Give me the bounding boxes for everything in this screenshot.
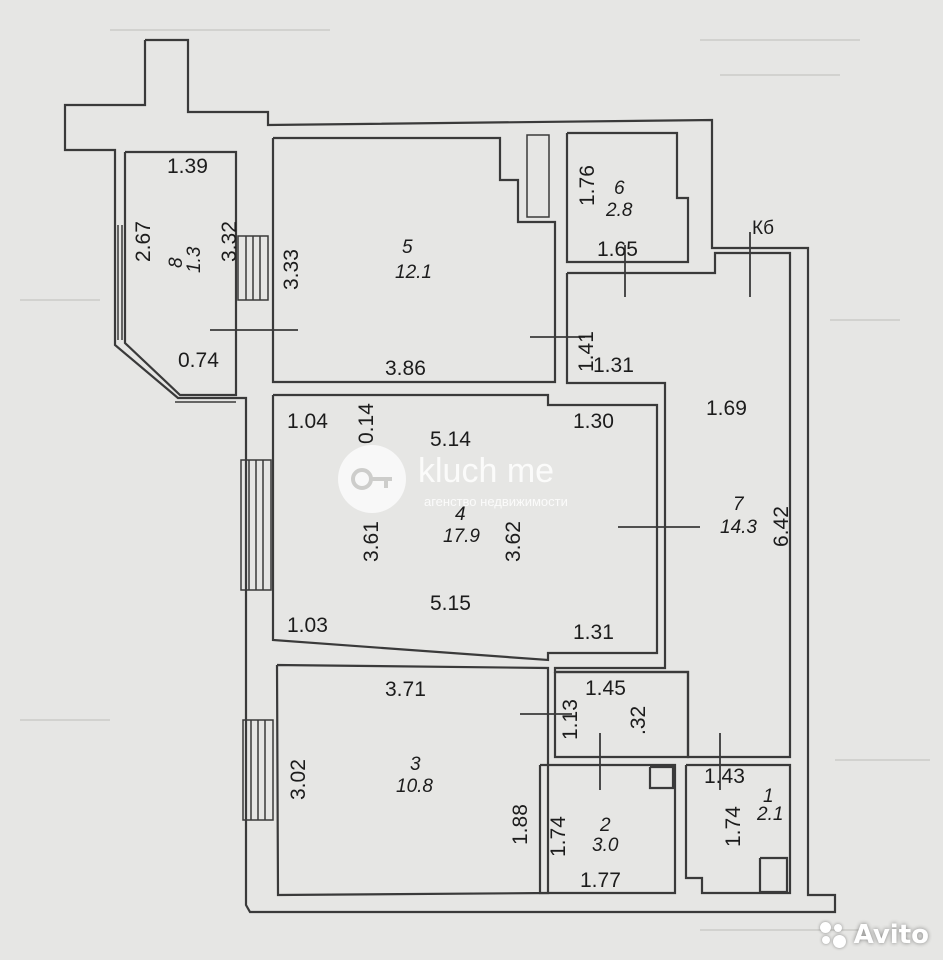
room-8-dim-left: 2.67 <box>132 221 155 262</box>
room-2-dim-left: 1.74 <box>547 816 570 857</box>
room-7-number: 7 <box>733 494 745 515</box>
room-7-dim-door: 1.41 <box>575 331 598 372</box>
room-7-dim-right: 6.42 <box>770 506 793 547</box>
room-3-dim-top: 3.71 <box>385 678 426 701</box>
room-labels: 1.39 2.67 3.32 8 1.3 0.74 3.33 5 12.1 3.… <box>132 155 793 892</box>
kluch-brand: kluch me <box>418 452 554 490</box>
room-7-area: 14.3 <box>720 517 757 538</box>
hall-dim-left: 1.13 <box>559 699 582 740</box>
room-8-area: 1.3 <box>184 246 205 273</box>
room-8-dim-right: 3.32 <box>218 221 241 262</box>
room-3-area: 10.8 <box>396 776 433 797</box>
room-4-dim-bl: 1.03 <box>287 614 328 637</box>
room-1-dim-left: 1.74 <box>722 806 745 847</box>
room-6-area: 2.8 <box>605 200 633 221</box>
room-1-area: 2.1 <box>756 804 783 825</box>
room-4-dim-bottom: 5.15 <box>430 592 471 615</box>
room-6-dim-left: 1.76 <box>576 165 599 206</box>
room-2-area: 3.0 <box>592 835 619 856</box>
room-4-dim-top: 5.14 <box>430 428 471 451</box>
room-4-dim-tl: 1.04 <box>287 410 328 433</box>
hall-dim-right: .32 <box>627 706 650 735</box>
room-4-dim-right: 3.62 <box>502 521 525 562</box>
room-8-number: 8 <box>166 257 187 268</box>
avito-badge: Avito <box>818 920 929 950</box>
scan-texture <box>20 29 930 931</box>
avito-logo-icon <box>818 920 848 950</box>
room-4-dim-left: 3.61 <box>360 521 383 562</box>
room-5-area: 12.1 <box>395 262 432 283</box>
room-3-dim-left: 3.02 <box>287 759 310 800</box>
walls <box>63 38 837 914</box>
ventilation-mark: Кб <box>752 218 774 239</box>
room-1-dim-top: 1.43 <box>704 765 745 788</box>
windows <box>117 134 550 821</box>
room-3-dim-right: 1.88 <box>509 804 532 845</box>
kluch-watermark: kluch me агенство недвижимости <box>338 445 568 513</box>
key-icon <box>351 468 392 490</box>
room-7-dim-1: 1.31 <box>593 354 634 377</box>
room-5-number: 5 <box>402 237 413 258</box>
room-2-dim-bottom: 1.77 <box>580 869 621 892</box>
room-4-dim-br: 1.31 <box>573 621 614 644</box>
kluch-tagline: агенство недвижимости <box>424 494 568 509</box>
hall-dim-top: 1.45 <box>585 677 626 700</box>
room-5-dim-left: 3.33 <box>280 249 303 290</box>
room-4-area: 17.9 <box>443 526 480 547</box>
door-marks <box>210 232 751 790</box>
room-6-dim-bottom: 1.65 <box>597 238 638 261</box>
room-3-number: 3 <box>410 754 421 775</box>
room-8-dim-bottom: 0.74 <box>178 349 219 372</box>
room-4-number: 4 <box>455 504 466 525</box>
room-5-dim-bottom: 3.86 <box>385 357 426 380</box>
room-6-number: 6 <box>614 178 625 199</box>
room-4-dim-tr: 1.30 <box>573 410 614 433</box>
room-4-dim-tl2: 0.14 <box>355 403 378 444</box>
room-7-dim-top: 1.69 <box>706 397 747 420</box>
room-2-number: 2 <box>599 815 611 836</box>
room-1-number: 1 <box>763 786 774 807</box>
avito-label: Avito <box>853 920 929 950</box>
room-8-dim-top: 1.39 <box>167 155 208 178</box>
